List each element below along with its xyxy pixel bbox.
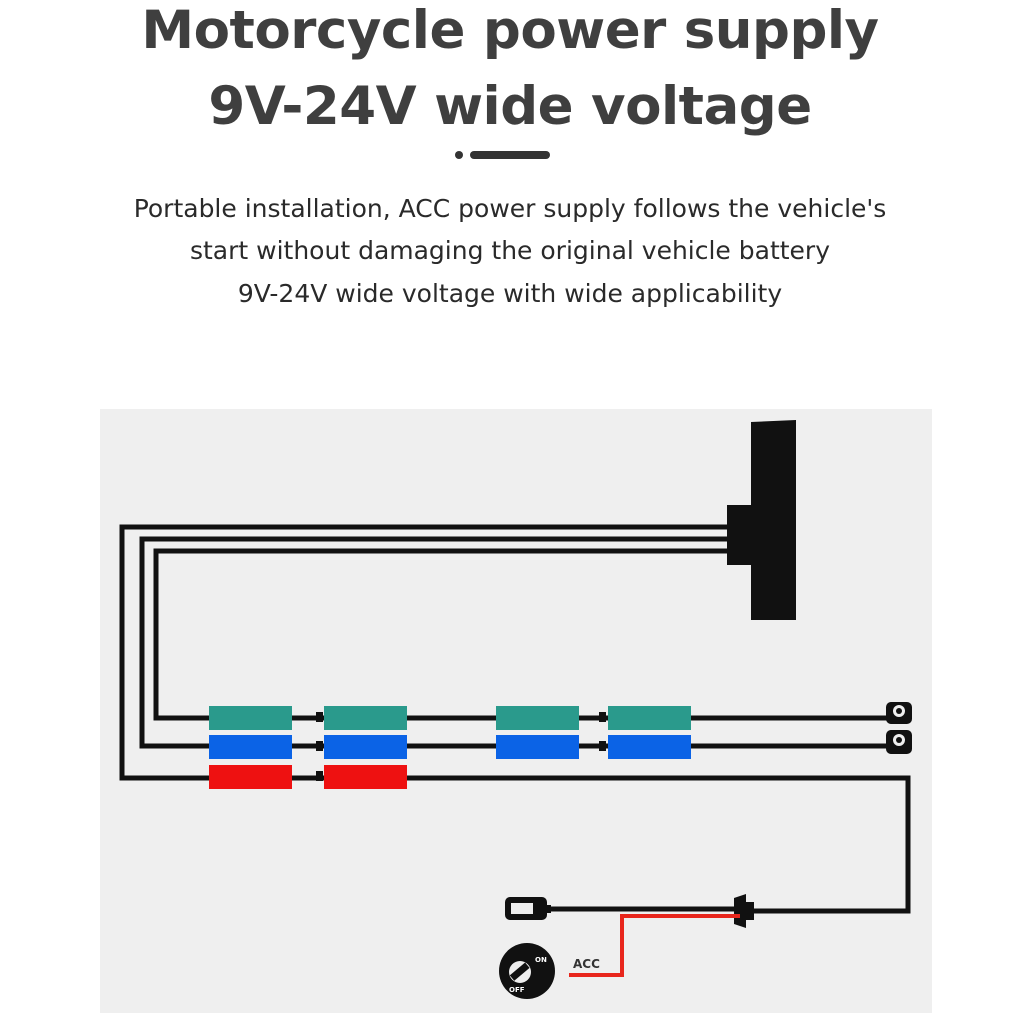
connector-teal-2 [324, 706, 407, 730]
connector-blue-1 [209, 735, 292, 759]
description-line1: Portable installation, ACC power supply … [133, 194, 887, 223]
power-converter-icon [734, 894, 754, 928]
page-title-line1: Motorcycle power supply [141, 0, 879, 61]
connector-group-left [209, 706, 407, 789]
camera-icon [886, 702, 912, 724]
description-line2: start without damaging the original vehi… [189, 236, 831, 265]
connector-teal-4 [608, 706, 691, 730]
description-line3: 9V-24V wide voltage with wide applicabil… [237, 279, 783, 308]
ignition-key-icon: ON OFF [499, 943, 555, 999]
wire-outer-red-circuit [119, 524, 911, 914]
device-unit [727, 420, 796, 620]
connector-blue-4 [608, 735, 691, 759]
ignition-on-label: ON [535, 956, 547, 964]
connector-blue-3 [496, 735, 579, 759]
divider-dot [455, 151, 463, 159]
connector-red-1 [209, 765, 292, 789]
connector-teal-1 [209, 706, 292, 730]
connector-group-right [496, 706, 691, 759]
battery-icon [505, 897, 551, 920]
acc-wire [569, 914, 740, 977]
acc-label: ACC [573, 957, 600, 971]
connector-blue-2 [324, 735, 407, 759]
divider-bar [470, 151, 550, 159]
camera-icon [886, 730, 912, 754]
connector-red-2 [324, 765, 407, 789]
ignition-off-label: OFF [509, 986, 525, 994]
connector-teal-3 [496, 706, 579, 730]
page-title-line2: 9V-24V wide voltage [208, 76, 812, 137]
